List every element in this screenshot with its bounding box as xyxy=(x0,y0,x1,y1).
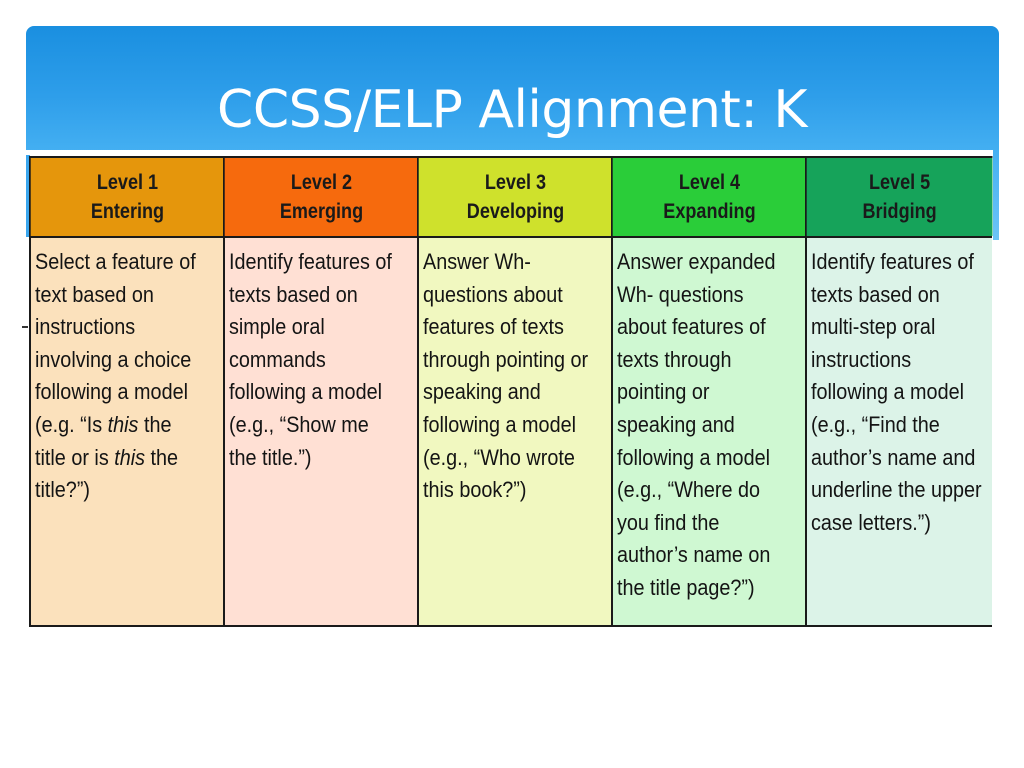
level-2-line: the title.”) xyxy=(229,444,312,470)
banner-left-edge xyxy=(26,155,30,237)
level-3-line: Answer Wh- xyxy=(423,249,531,274)
level-5-line: multi-step oral xyxy=(811,314,936,340)
level-4-line: you find the xyxy=(617,509,720,535)
level-3-line: (e.g., “Who wrote xyxy=(423,444,575,470)
level-2-line: texts based on xyxy=(229,281,358,307)
level-4-line: pointing or xyxy=(617,379,710,405)
level-5-name: Level 5 xyxy=(868,171,931,194)
level-5-line: Identify features of xyxy=(811,249,974,274)
level-1-text: Select a feature of text based on instru… xyxy=(35,246,224,507)
level-4-line: Answer expanded xyxy=(617,249,776,274)
level-2-text: Identify features of texts based on simp… xyxy=(229,246,418,474)
level-4-text: Answer expanded Wh- questions about feat… xyxy=(617,246,806,605)
level-2-line: Identify features of xyxy=(229,249,392,274)
slide-title: CCSS/ELP Alignment: K xyxy=(217,80,807,140)
level-3-stage: Developing xyxy=(466,200,565,223)
level-5-line: underline the upper xyxy=(811,477,982,503)
level-1-stage: Entering xyxy=(90,200,165,223)
level-2-stage: Emerging xyxy=(279,200,364,223)
level-3-line: speaking and xyxy=(423,379,541,405)
level-3-name: Level 3 xyxy=(484,171,547,194)
level-1-line: Select a feature of xyxy=(35,249,196,274)
level-4-line: the title page?”) xyxy=(617,574,755,600)
level-5-line: texts based on xyxy=(811,281,940,307)
level-1-description: Select a feature of text based on instru… xyxy=(29,236,224,626)
level-3-line: questions about xyxy=(423,281,563,307)
level-1-line: text based on xyxy=(35,281,154,307)
level-4-description: Answer expanded Wh- questions about feat… xyxy=(611,236,806,626)
level-4-line: texts through xyxy=(617,346,732,372)
proficiency-level-table: Level 1 Entering Level 2 Emerging Level … xyxy=(29,156,993,626)
level-5-line: case letters.”) xyxy=(811,509,931,535)
level-4-stage: Expanding xyxy=(663,200,756,223)
level-4-line: following a model xyxy=(617,444,770,470)
level-2-description: Identify features of texts based on simp… xyxy=(223,236,418,626)
level-4-line: about features of xyxy=(617,314,766,340)
table-bottom-border xyxy=(29,625,992,627)
level-4-line: speaking and xyxy=(617,411,735,437)
title-banner xyxy=(26,26,999,154)
level-1-line: title?”) xyxy=(35,477,91,503)
level-4-name: Level 4 xyxy=(678,171,741,194)
margin-tick xyxy=(22,326,28,328)
level-5-line: (e.g., “Find the xyxy=(811,411,940,437)
level-1-header: Level 1 Entering xyxy=(29,156,225,236)
level-1-line: (e.g. “Is this the xyxy=(35,411,172,437)
level-2-line: (e.g., “Show me xyxy=(229,411,369,437)
level-3-line: through pointing or xyxy=(423,346,589,372)
level-2-name: Level 2 xyxy=(290,171,353,194)
level-4-header: Level 4 Expanding xyxy=(611,156,807,236)
level-3-header: Level 3 Developing xyxy=(417,156,613,236)
level-3-line: following a model xyxy=(423,411,576,437)
level-2-header: Level 2 Emerging xyxy=(223,156,419,236)
level-5-stage: Bridging xyxy=(862,200,937,223)
level-1-line: instructions xyxy=(35,314,136,340)
level-1-name: Level 1 xyxy=(96,171,159,194)
level-5-line: author’s name and xyxy=(811,444,976,470)
level-3-line: this book?”) xyxy=(423,477,527,503)
level-2-line: commands xyxy=(229,346,326,372)
level-5-header: Level 5 Bridging xyxy=(805,156,993,236)
level-3-text: Answer Wh- questions about features of t… xyxy=(423,246,612,507)
level-4-line: author’s name on xyxy=(617,542,771,568)
level-1-line: title or is this the xyxy=(35,444,179,470)
level-5-line: instructions xyxy=(811,346,912,372)
level-2-line: simple oral xyxy=(229,314,325,340)
banner-edge-strip xyxy=(993,150,999,240)
level-3-line: features of texts xyxy=(423,314,564,340)
level-5-line: following a model xyxy=(811,379,964,405)
level-5-description: Identify features of texts based on mult… xyxy=(805,236,992,626)
level-4-line: (e.g., “Where do xyxy=(617,477,761,503)
level-5-text: Identify features of texts based on mult… xyxy=(811,246,992,539)
level-1-line: involving a choice xyxy=(35,346,192,372)
level-1-line: following a model xyxy=(35,379,188,405)
level-2-line: following a model xyxy=(229,379,382,405)
banner-divider xyxy=(26,150,993,155)
level-3-description: Answer Wh- questions about features of t… xyxy=(417,236,612,626)
level-4-line: Wh- questions xyxy=(617,281,744,307)
